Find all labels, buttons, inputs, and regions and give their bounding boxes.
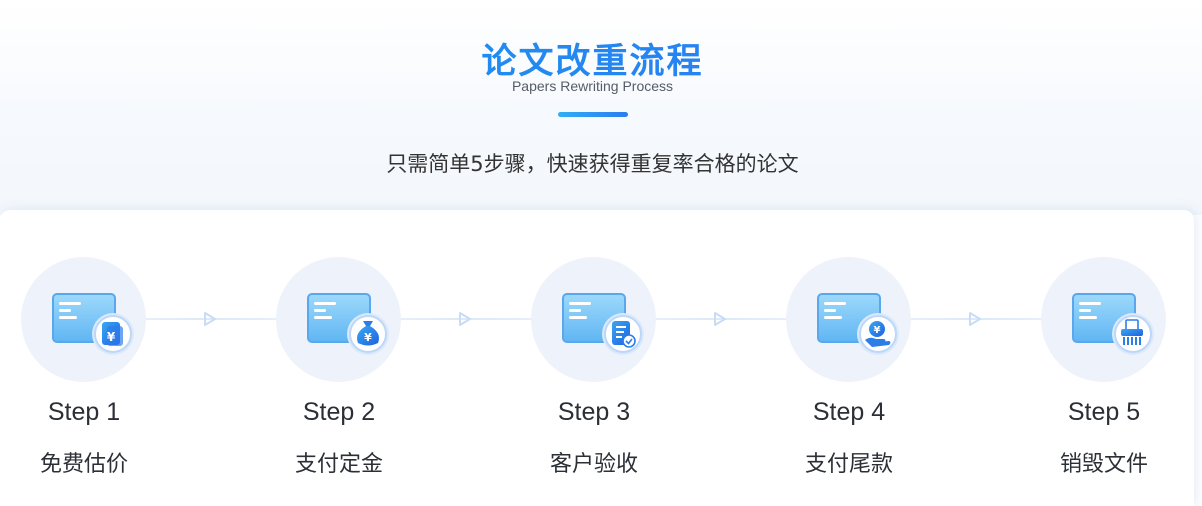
monitor-checklist-icon — [562, 293, 644, 355]
step-5-icon-circle — [1041, 257, 1166, 382]
step-2-label: 支付定金 — [294, 452, 383, 477]
step-4-icon-circle: ¥ — [786, 257, 911, 382]
arrow-right-icon — [204, 312, 216, 326]
svg-text:¥: ¥ — [874, 325, 881, 336]
tagline: 只需简单5步骤，快速获得重复率合格的论文 — [386, 152, 799, 176]
step-2-icon-circle: ¥ — [276, 257, 401, 382]
title-underline — [558, 112, 628, 117]
page-title: 论文改重流程 — [0, 33, 1185, 84]
step-4-number: Step 4 — [812, 398, 886, 426]
connector-2-3 — [401, 318, 531, 320]
step-1-icon-circle: ¥ — [21, 257, 146, 382]
arrow-right-icon — [459, 312, 471, 326]
step-2-number: Step 2 — [302, 398, 376, 426]
step-1-label: 免费估价 — [39, 452, 128, 477]
step-4-label: 支付尾款 — [804, 452, 893, 477]
monitor-yen-document-icon: ¥ — [52, 293, 134, 355]
hero-background — [0, 0, 1202, 215]
monitor-money-bag-icon: ¥ — [307, 293, 389, 355]
arrow-right-icon — [969, 312, 981, 326]
monitor-hand-coin-icon: ¥ — [817, 293, 899, 355]
step-1-number: Step 1 — [47, 398, 121, 426]
step-3-number: Step 3 — [557, 398, 631, 426]
step-3-label: 客户验收 — [549, 452, 638, 477]
svg-text:¥: ¥ — [364, 331, 372, 344]
step-5-label: 销毁文件 — [1059, 452, 1148, 477]
connector-3-4 — [656, 318, 786, 320]
page-subtitle: Papers Rewriting Process — [511, 78, 674, 94]
connector-4-5 — [911, 318, 1041, 320]
connector-1-2 — [146, 318, 276, 320]
svg-text:¥: ¥ — [107, 330, 116, 344]
step-5-number: Step 5 — [1067, 398, 1141, 426]
monitor-shredder-icon — [1072, 293, 1154, 355]
arrow-right-icon — [714, 312, 726, 326]
step-3-icon-circle — [531, 257, 656, 382]
